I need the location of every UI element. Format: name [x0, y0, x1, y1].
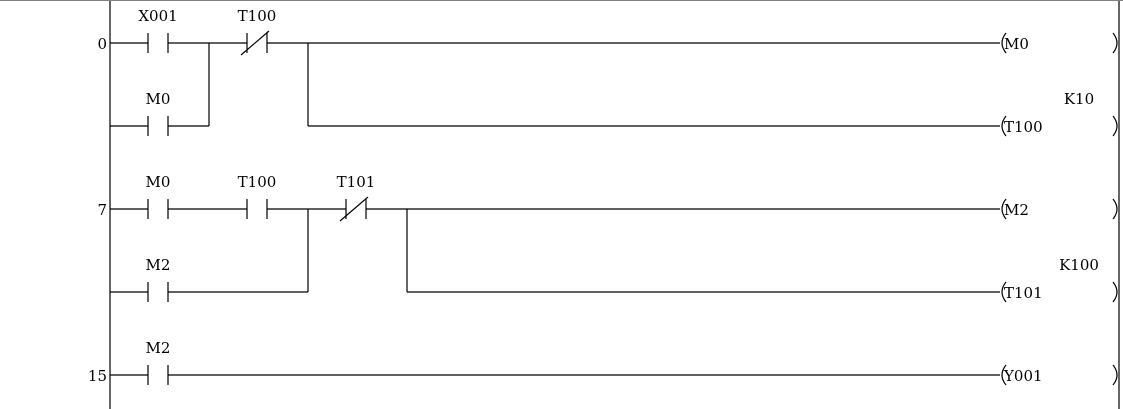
contact-slash	[339, 196, 369, 222]
step-number: 7	[97, 201, 107, 219]
coil-left-paren	[1001, 115, 1007, 137]
normally-open-contact[interactable]: M2	[110, 339, 170, 385]
contact-label: T101	[337, 173, 376, 191]
coil-right-paren	[1112, 281, 1118, 303]
coil-right-paren	[1112, 32, 1118, 54]
coil-label: T101	[1004, 284, 1043, 302]
timer-preset: K10	[1064, 90, 1094, 108]
contact-label: M0	[146, 90, 171, 108]
coil-right-paren	[1112, 364, 1118, 386]
coil-left-paren	[1001, 281, 1007, 303]
contact-slash	[240, 30, 270, 56]
contact-label: M2	[146, 256, 171, 274]
coil-left-paren	[1001, 32, 1007, 54]
output-coil[interactable]: M2	[1001, 198, 1118, 220]
contact-label: X001	[138, 7, 177, 25]
output-coil[interactable]: T101 K100	[1001, 256, 1118, 303]
output-coil[interactable]: Y001	[1001, 364, 1118, 386]
step-number: 0	[97, 35, 107, 53]
coil-left-paren	[1001, 198, 1007, 220]
coil-label: T100	[1004, 118, 1043, 136]
coil-label: M0	[1004, 35, 1029, 53]
normally-open-contact[interactable]: M0	[110, 90, 170, 136]
contact-label: T100	[238, 173, 277, 191]
coil-left-paren	[1001, 364, 1007, 386]
output-coil[interactable]: T100 K10	[1001, 90, 1118, 137]
output-coil[interactable]: M0	[1001, 32, 1118, 54]
contact-label: M0	[146, 173, 171, 191]
normally-open-contact[interactable]: X001	[110, 7, 178, 53]
normally-open-contact[interactable]: M2	[110, 256, 170, 302]
normally-open-contact[interactable]: T100	[168, 173, 276, 219]
coil-right-paren	[1112, 115, 1118, 137]
normally-closed-contact[interactable]: T101	[267, 173, 376, 222]
coil-label: Y001	[1003, 367, 1043, 385]
timer-preset: K100	[1059, 256, 1099, 274]
normally-closed-contact[interactable]: T100	[168, 7, 277, 56]
contact-label: T100	[238, 7, 277, 25]
contact-label: M2	[146, 339, 171, 357]
coil-right-paren	[1112, 198, 1118, 220]
normally-open-contact[interactable]: M0	[110, 173, 170, 219]
coil-label: M2	[1004, 201, 1029, 219]
step-number: 15	[88, 367, 107, 385]
